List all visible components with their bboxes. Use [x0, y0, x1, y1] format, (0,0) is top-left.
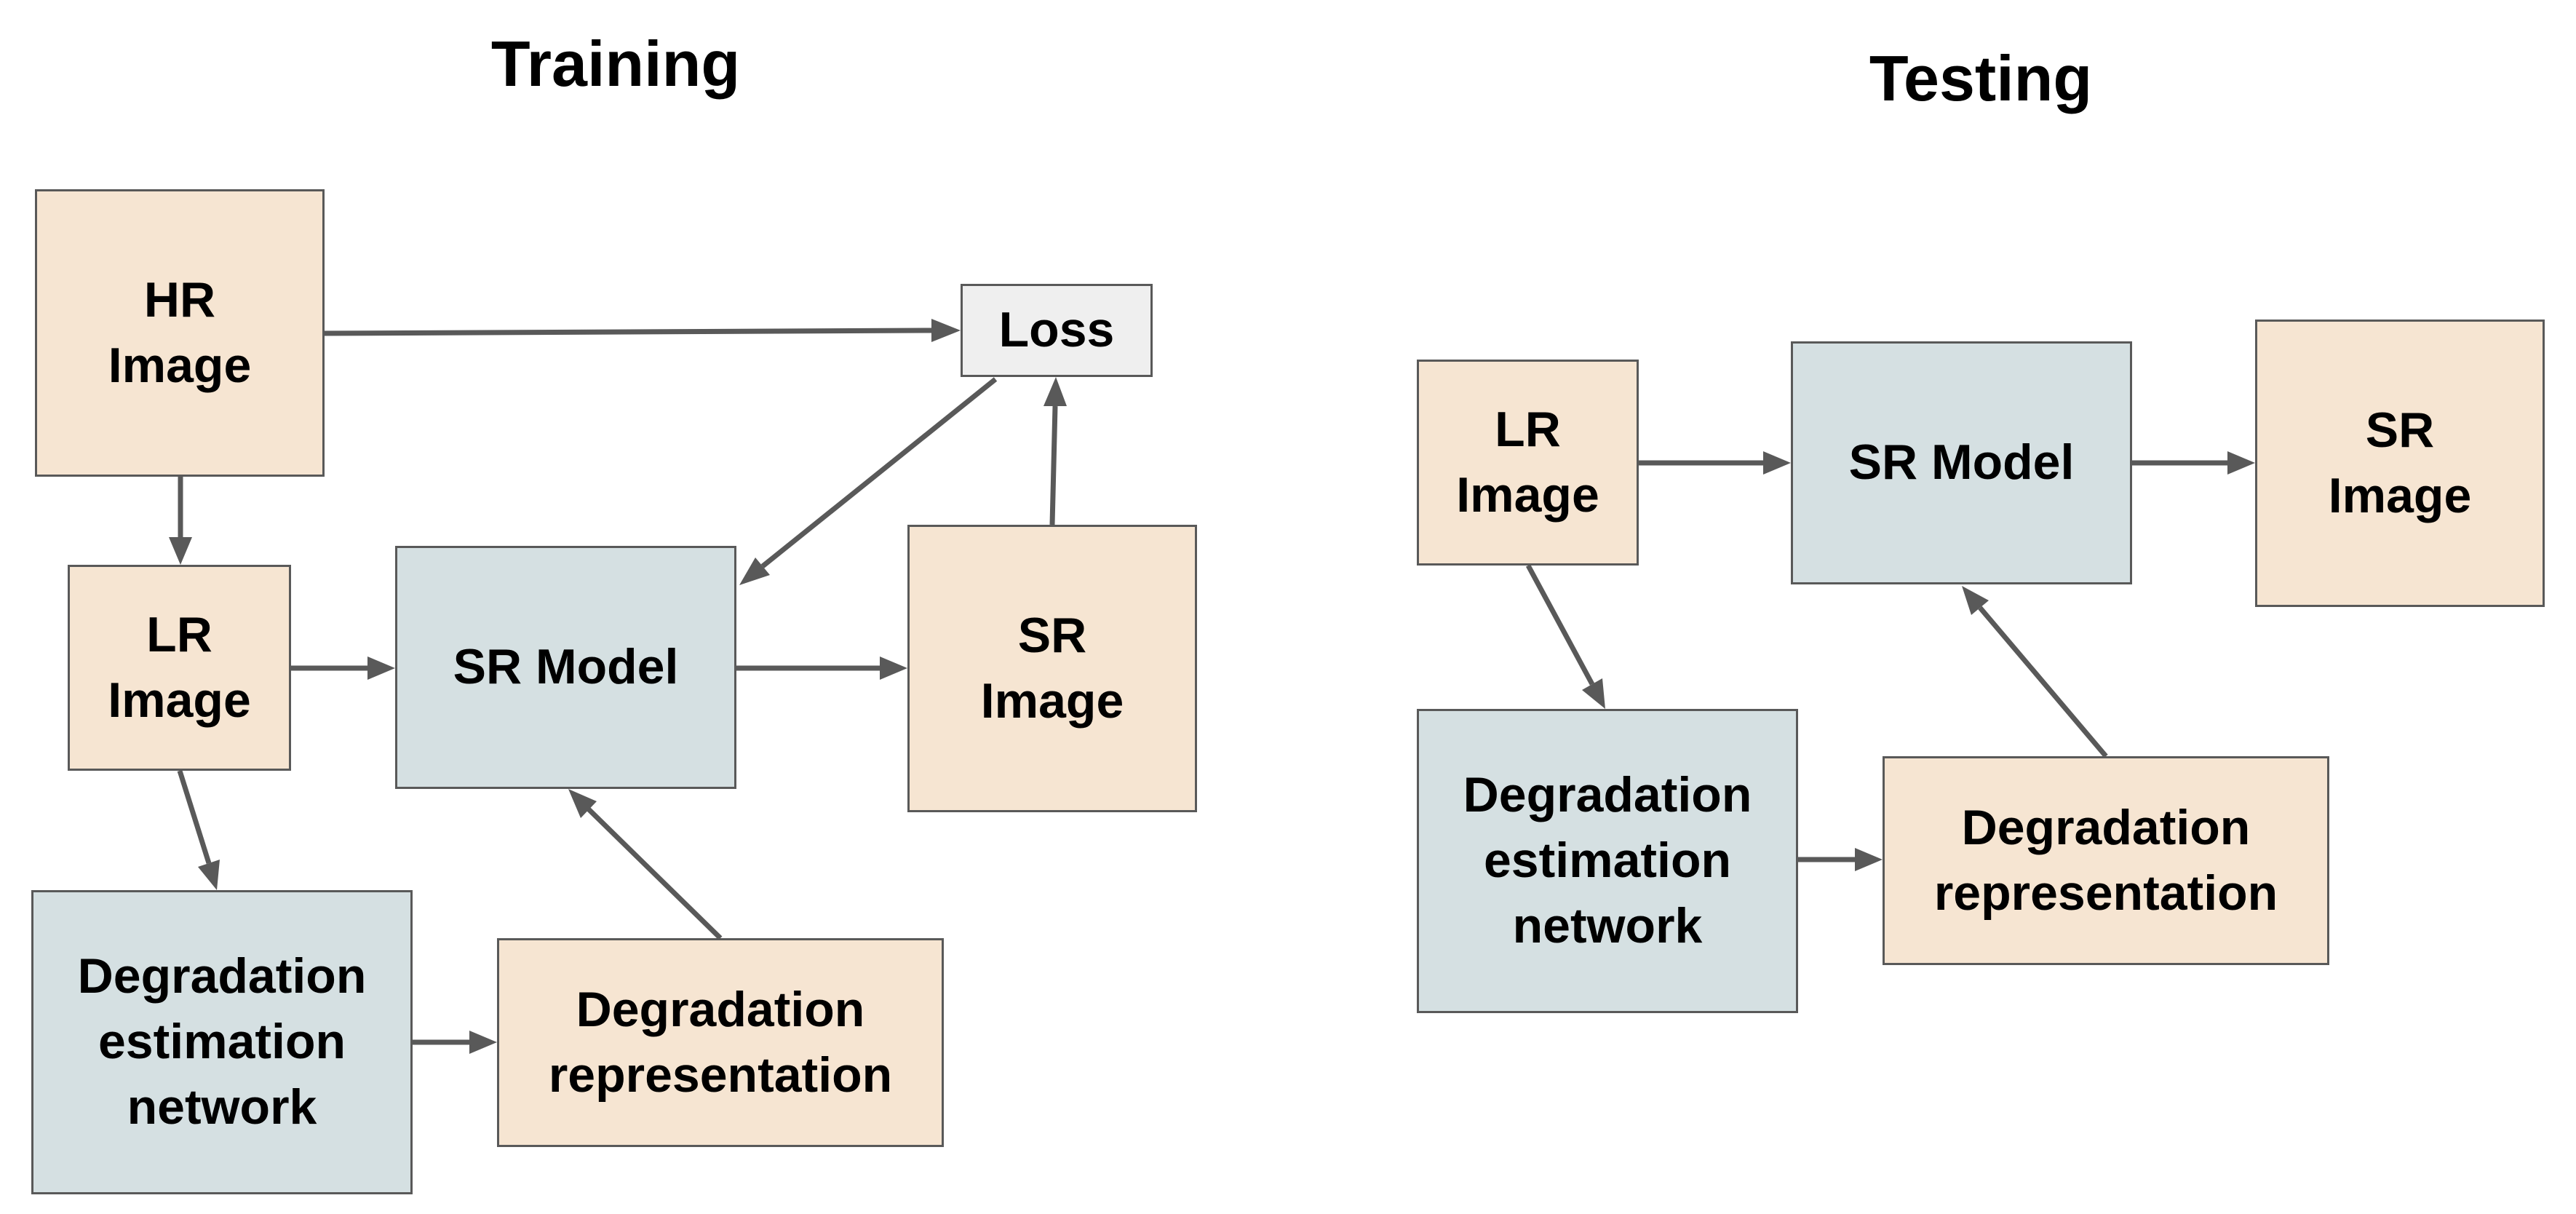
arrow-degradation-network-to-representation [413, 1031, 497, 1054]
testing-sr-model-box: SR Model [1791, 341, 2132, 584]
training-sr-image-label: SR Image [980, 607, 1124, 729]
testing-sr-image-label: SR Image [2328, 402, 2472, 523]
training-loss-label: Loss [998, 302, 1115, 358]
testing-degradation-representation-box: Degradation representation [1883, 756, 2329, 965]
training-sr-model-label: SR Model [453, 639, 679, 695]
arrow-sr-model-to-sr-image [736, 656, 907, 680]
testing-lr-image-label: LR Image [1456, 401, 1599, 523]
testing-sr-model-label: SR Model [1848, 435, 2075, 491]
training-degradation-representation-box: Degradation representation [497, 938, 944, 1147]
training-loss-box: Loss [961, 284, 1153, 377]
arrow-loss-to-sr-model [739, 377, 998, 585]
arrow-sr-image-to-loss [1043, 377, 1067, 525]
testing-lr-image-box: LR Image [1417, 360, 1639, 566]
training-degradation-representation-label: Degradation representation [548, 981, 893, 1103]
arrow-hr-image-to-lr-image [169, 477, 192, 565]
training-lr-image-box: LR Image [68, 565, 291, 771]
arrow-lr-image-to-degradation-network [177, 769, 220, 890]
arrow-testing-sr-model-to-sr-image [2132, 451, 2255, 475]
training-sr-image-box: SR Image [907, 525, 1197, 812]
training-sr-model-box: SR Model [395, 546, 736, 789]
training-hr-image-label: HR Image [108, 271, 252, 393]
arrow-testing-lr-image-to-degradation-network [1525, 564, 1605, 709]
testing-sr-image-box: SR Image [2255, 320, 2545, 607]
training-degradation-estimation-network-box: Degradation estimation network [31, 890, 413, 1194]
arrow-testing-degradation-network-to-representation [1798, 848, 1883, 871]
arrow-testing-lr-image-to-sr-model [1639, 451, 1791, 475]
training-title: Training [490, 28, 741, 100]
arrow-lr-image-to-sr-model [291, 656, 395, 680]
testing-degradation-estimation-network-label: Degradation estimation network [1463, 767, 1752, 953]
training-lr-image-label: LR Image [108, 606, 251, 728]
training-hr-image-box: HR Image [35, 189, 325, 477]
arrow-representation-to-sr-model [568, 789, 723, 940]
testing-degradation-estimation-network-box: Degradation estimation network [1417, 709, 1798, 1013]
arrow-testing-representation-to-sr-model [1962, 586, 2108, 758]
training-degradation-estimation-network-label: Degradation estimation network [77, 948, 367, 1135]
testing-title: Testing [1869, 42, 2093, 114]
testing-degradation-representation-label: Degradation representation [1933, 799, 2278, 921]
arrow-hr-image-to-loss [324, 319, 961, 342]
